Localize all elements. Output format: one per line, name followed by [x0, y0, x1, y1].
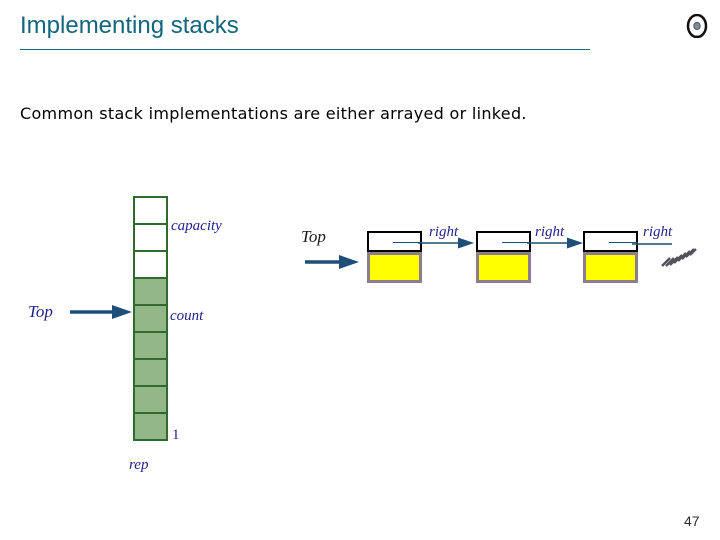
- array-cell: [133, 277, 168, 306]
- disc-icon: [686, 13, 708, 39]
- array-cell: [133, 412, 168, 441]
- list-node: [367, 231, 422, 283]
- list-node-pointer-field: [367, 231, 422, 252]
- array-cell: [133, 304, 168, 333]
- list-link-arrow: [418, 236, 474, 250]
- list-node-pointer-field: [583, 231, 638, 252]
- list-node-value-field: [476, 252, 531, 283]
- list-top-label: Top: [301, 227, 326, 246]
- array-cell: [133, 358, 168, 387]
- body-text: Common stack implementations are either …: [20, 104, 527, 123]
- title-divider: [20, 49, 590, 50]
- list-right-label: right: [429, 224, 459, 240]
- page-number: 47: [684, 513, 700, 529]
- list-node-pointer-line: [609, 242, 638, 243]
- list-right-label: right: [535, 224, 565, 240]
- array-cell: [133, 250, 168, 279]
- list-node-pointer-line: [393, 242, 422, 243]
- array-cell: [133, 223, 168, 252]
- array-cell: [133, 385, 168, 414]
- array-capacity-label: capacity: [171, 218, 222, 234]
- list-node-pointer-field: [476, 231, 531, 252]
- array-top-arrow: [70, 303, 132, 321]
- list-node: [583, 231, 638, 283]
- page-title: Implementing stacks: [20, 12, 239, 39]
- array-rep-label: rep: [129, 457, 149, 473]
- list-node: [476, 231, 531, 283]
- array-top-label: Top: [28, 302, 53, 321]
- list-link-arrow: [527, 236, 583, 250]
- list-top-arrow: [305, 253, 359, 271]
- list-null-terminator-icon: [632, 228, 704, 268]
- array-cells-column: [133, 196, 168, 441]
- array-cell: [133, 196, 168, 225]
- array-count-label: count: [170, 308, 204, 324]
- array-cell: [133, 331, 168, 360]
- list-node-value-field: [583, 252, 638, 283]
- list-node-value-field: [367, 252, 422, 283]
- list-node-pointer-line: [502, 242, 531, 243]
- array-index-label: 1: [172, 427, 180, 443]
- list-right-label: right: [643, 224, 673, 240]
